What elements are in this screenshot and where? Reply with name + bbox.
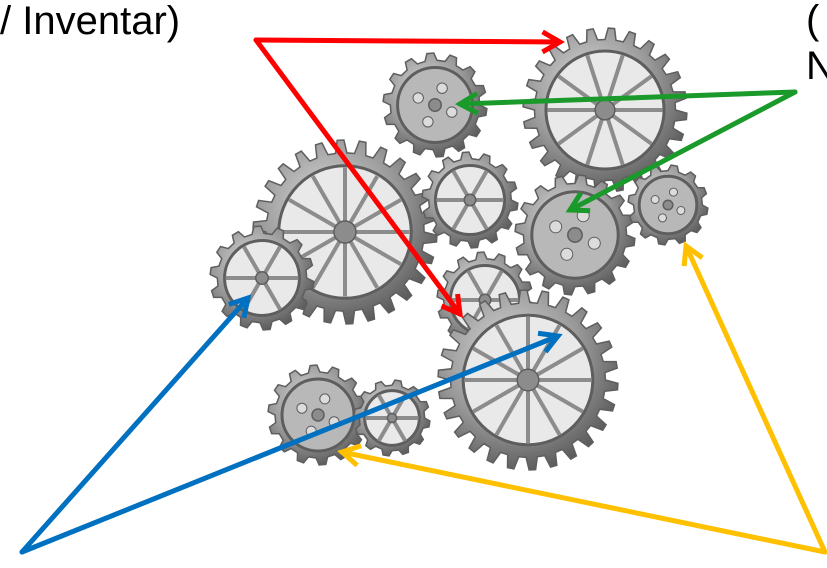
gear-center-right — [514, 174, 636, 296]
red-arrow-right — [253, 29, 566, 55]
label-top-right-line1: ( — [806, 0, 820, 42]
gear-large-bottom — [437, 289, 619, 471]
green-arrows — [454, 89, 798, 214]
yellow-arrow-left — [337, 443, 827, 555]
blue-arrow-right — [19, 330, 563, 555]
gear-small-right — [627, 164, 709, 246]
gear-small-top — [382, 52, 488, 158]
gears-illustration — [209, 27, 709, 471]
gear-large-top-right — [522, 27, 688, 193]
gear-small-bottom-mid — [353, 379, 431, 457]
label-top-right-line2: N — [806, 44, 827, 88]
red-arrow-down — [253, 37, 464, 319]
blue-arrow-left — [19, 294, 252, 555]
gear-small-bottom-left — [267, 364, 369, 466]
gear-back-left — [209, 225, 315, 331]
label-top-left: / Inventar) — [0, 0, 181, 43]
green-arrow-lower — [565, 89, 798, 214]
green-arrow-upper — [454, 89, 798, 116]
blue-arrows — [19, 294, 563, 555]
yellow-arrows — [337, 241, 827, 555]
yellow-arrow-up — [681, 241, 827, 555]
gear-center-mid — [421, 151, 519, 249]
red-arrows — [253, 29, 566, 319]
